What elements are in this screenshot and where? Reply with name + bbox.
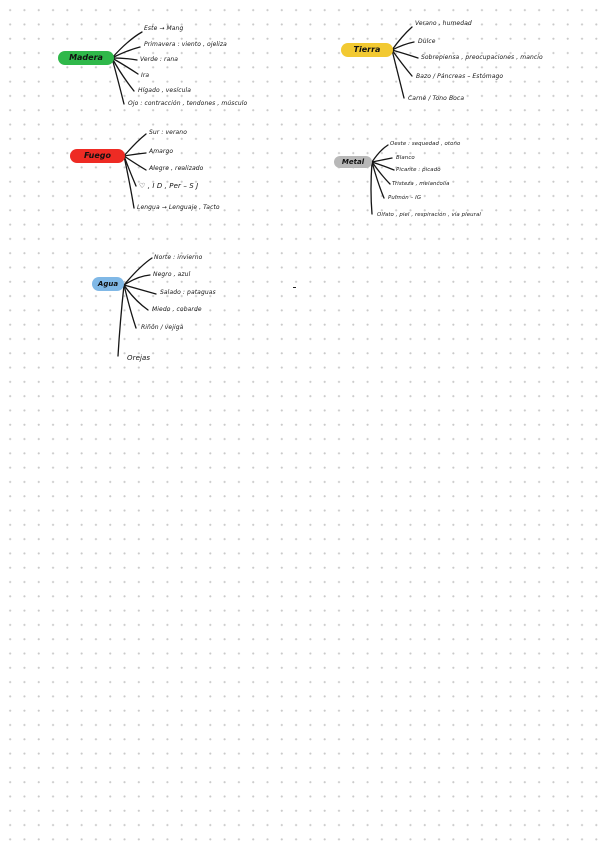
- agua-item-4: Miedo , cobarde: [152, 306, 202, 313]
- metal-item-5: Pulmón – IG: [388, 195, 422, 201]
- tierra-item-4: Bazo / Páncreas – Estómago: [416, 73, 504, 80]
- agua-item-2: Negro , azul: [153, 271, 191, 278]
- branch-agua-4: [123, 284, 149, 311]
- branch-fuego-2: [123, 152, 147, 157]
- tierra-item-1: Verano , humedad: [415, 20, 472, 27]
- branch-agua-6: [117, 284, 125, 357]
- node-tierra: Tierra: [341, 43, 393, 57]
- node-agua: Agua: [92, 277, 124, 291]
- metal-item-6: Olfato , piel , respiración , vía pleura…: [377, 212, 481, 218]
- madera-item-1: Este → Mang: [144, 25, 184, 32]
- tierra-item-3: Sobrepiensa , preocupaciones , mancio: [421, 54, 543, 61]
- branch-metal-3: [371, 161, 395, 171]
- fuego-item-1: Sur : verano: [149, 129, 187, 136]
- branch-madera-1: [111, 31, 143, 59]
- branch-madera-3: [111, 57, 138, 61]
- branch-metal-4: [371, 161, 391, 185]
- branch-fuego-3: [123, 155, 147, 171]
- stray-pen-mark: [293, 287, 296, 288]
- branch-agua-1: [123, 257, 153, 286]
- madera-item-3: Verde : rana: [140, 56, 179, 63]
- fuego-item-3: Alegre , realizado: [149, 165, 204, 172]
- agua-item-6: Orejas: [127, 354, 151, 362]
- fuego-item-4: ♡ , I D , Per – S J: [139, 182, 199, 190]
- madera-item-5: Hígado , vesícula: [138, 87, 192, 94]
- branch-madera-6: [111, 57, 125, 105]
- node-madera: Madera: [58, 51, 114, 65]
- branch-metal-1: [371, 144, 389, 163]
- branch-tierra-1: [391, 26, 413, 51]
- branch-tierra-3: [391, 49, 419, 59]
- branch-madera-4: [111, 57, 139, 75]
- branch-metal-5: [371, 161, 385, 199]
- tierra-item-2: Dulce: [418, 38, 436, 45]
- branch-madera-5: [111, 57, 135, 92]
- madera-item-2: Primavera : viento , ojeliza: [144, 41, 227, 48]
- agua-item-1: Norte : invierno: [154, 254, 203, 261]
- madera-item-4: Ira: [141, 72, 150, 79]
- agua-item-3: Salado : pataguas: [160, 289, 216, 296]
- node-metal: Metal: [334, 156, 372, 168]
- branch-metal-6: [370, 161, 373, 215]
- fuego-item-2: Amargo: [149, 148, 174, 155]
- madera-item-6: Ojo : contracción , tendones , músculo: [128, 100, 248, 107]
- metal-item-4: Tristeza , melancolía: [392, 181, 450, 187]
- metal-item-1: Oeste : sequedad , otoño: [390, 141, 461, 147]
- branch-agua-5: [123, 284, 137, 329]
- branch-agua-3: [123, 284, 157, 295]
- fuego-item-5: Lengua → Lenguaje , Tacto: [137, 204, 220, 211]
- branch-tierra-5: [391, 49, 405, 99]
- branch-fuego-1: [123, 133, 147, 157]
- branch-tierra-4: [391, 49, 413, 77]
- metal-item-3: Picante : picado: [396, 167, 441, 173]
- branch-madera-2: [111, 46, 141, 59]
- branch-tierra-2: [391, 41, 415, 51]
- node-fuego: Fuego: [70, 149, 125, 163]
- branch-metal-2: [371, 157, 393, 163]
- tierra-item-5: Carne / Tono Boca: [408, 95, 465, 102]
- branch-fuego-5: [123, 155, 135, 209]
- branch-agua-2: [123, 274, 151, 286]
- metal-item-2: Blanco: [396, 155, 415, 161]
- agua-item-5: Riñón / vejiga: [141, 324, 184, 331]
